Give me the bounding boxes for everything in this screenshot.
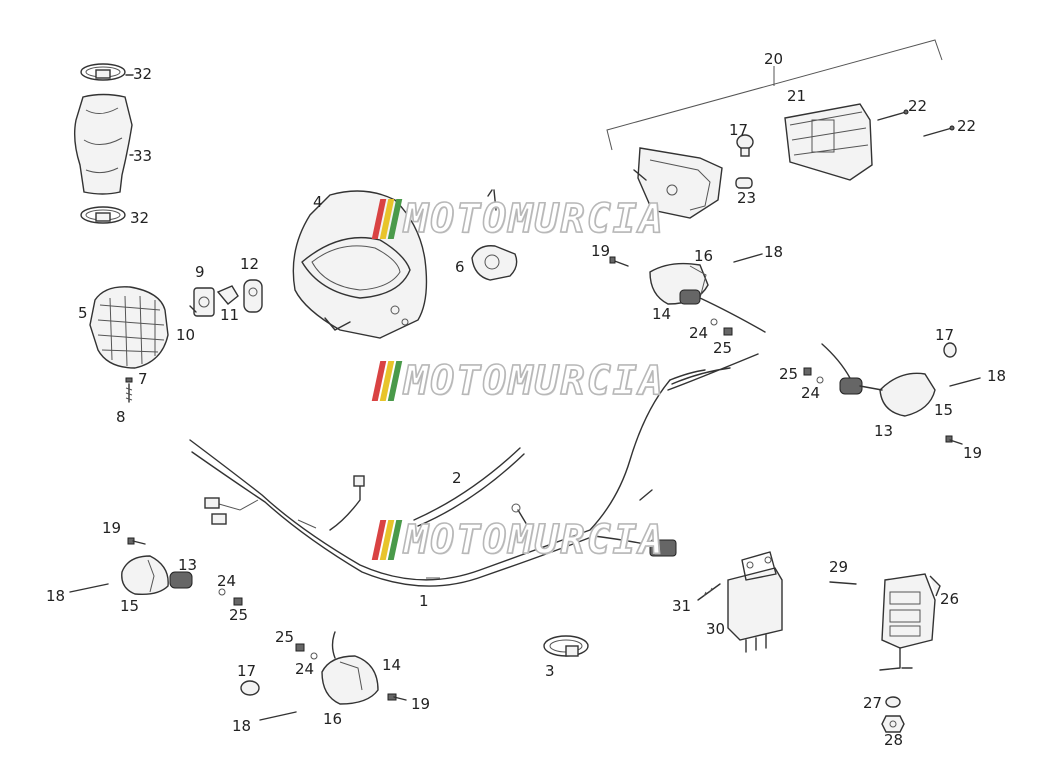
callout-16: 16 xyxy=(323,710,343,728)
part-indicator-lower xyxy=(240,631,407,721)
part-headlight-lens xyxy=(89,286,169,369)
callout-27: 27 xyxy=(863,694,883,712)
callout-19: 19 xyxy=(411,695,431,713)
callout-4: 4 xyxy=(313,193,323,211)
part-screw-8 xyxy=(125,377,133,403)
callout-24: 24 xyxy=(295,660,315,678)
callout-23: 23 xyxy=(737,189,757,207)
watermark-text: MOTOMURCIA xyxy=(403,516,665,564)
watermark-2: MOTOMURCIA xyxy=(371,357,665,405)
watermark-flag-icon xyxy=(371,199,403,239)
callout-7: 7 xyxy=(138,370,148,388)
part-flasher-relay xyxy=(697,551,783,653)
callout-16: 16 xyxy=(694,247,714,265)
callout-18: 18 xyxy=(764,243,784,261)
part-indicator-upper xyxy=(609,253,766,336)
callout-24: 24 xyxy=(217,572,237,590)
callout-10: 10 xyxy=(176,326,196,344)
part-taillight-housing xyxy=(633,147,723,219)
callout-2: 2 xyxy=(452,469,462,487)
callout-9: 9 xyxy=(195,263,205,281)
part-group-bracket-line xyxy=(606,39,943,151)
part-handlebar-switch xyxy=(829,573,941,733)
callout-32: 32 xyxy=(130,209,150,227)
part-tube xyxy=(413,447,525,527)
callout-21: 21 xyxy=(787,87,807,105)
callout-29: 29 xyxy=(829,558,849,576)
watermark-text: MOTOMURCIA xyxy=(403,195,665,243)
callout-5: 5 xyxy=(78,304,88,322)
callout-25: 25 xyxy=(229,606,249,624)
callout-32: 32 xyxy=(133,65,153,83)
callout-19: 19 xyxy=(963,444,983,462)
callout-22: 22 xyxy=(957,117,977,135)
watermark-flag-icon xyxy=(371,361,403,401)
watermark-text: MOTOMURCIA xyxy=(403,357,665,405)
callout-19: 19 xyxy=(591,242,611,260)
callout-14: 14 xyxy=(652,305,672,323)
callout-22: 22 xyxy=(908,97,928,115)
callout-6: 6 xyxy=(455,258,465,276)
callout-12: 12 xyxy=(240,255,260,273)
callout-1: 1 xyxy=(419,592,429,610)
part-indicator-left xyxy=(69,537,243,606)
callout-3: 3 xyxy=(545,662,555,680)
callout-14: 14 xyxy=(382,656,402,674)
callout-13: 13 xyxy=(874,422,894,440)
callout-20: 20 xyxy=(764,50,784,68)
part-clamp-bottom xyxy=(80,206,126,224)
callout-26: 26 xyxy=(940,590,960,608)
callout-18: 18 xyxy=(46,587,66,605)
callout-24: 24 xyxy=(689,324,709,342)
part-screws-22 xyxy=(877,109,955,137)
part-rubber-boot xyxy=(73,93,134,195)
callout-30: 30 xyxy=(706,620,726,638)
callout-11: 11 xyxy=(220,306,240,324)
part-bulb-holders xyxy=(189,279,263,317)
callout-17: 17 xyxy=(237,662,257,680)
part-clamp-top xyxy=(80,63,134,81)
callout-18: 18 xyxy=(987,367,1007,385)
callout-8: 8 xyxy=(116,408,126,426)
callout-18: 18 xyxy=(232,717,252,735)
part-bracket xyxy=(471,189,518,281)
callout-31: 31 xyxy=(672,597,692,615)
callout-13: 13 xyxy=(178,556,198,574)
callout-15: 15 xyxy=(934,401,954,419)
part-taillight-lens xyxy=(784,103,873,181)
callout-25: 25 xyxy=(275,628,295,646)
callout-25: 25 xyxy=(779,365,799,383)
callout-24: 24 xyxy=(801,384,821,402)
callout-17: 17 xyxy=(729,121,749,139)
watermark-3: MOTOMURCIA xyxy=(371,516,665,564)
callout-19: 19 xyxy=(102,519,122,537)
callout-25: 25 xyxy=(713,339,733,357)
watermark-1: MOTOMURCIA xyxy=(371,195,665,243)
watermark-flag-icon xyxy=(371,520,403,560)
part-bulb-17-23 xyxy=(735,134,754,189)
part-wiring-harness xyxy=(189,353,759,587)
part-clamp-3 xyxy=(543,635,589,657)
part-indicator-right xyxy=(803,342,981,445)
callout-17: 17 xyxy=(935,326,955,344)
callout-33: 33 xyxy=(133,147,153,165)
callout-28: 28 xyxy=(884,731,904,749)
callout-15: 15 xyxy=(120,597,140,615)
